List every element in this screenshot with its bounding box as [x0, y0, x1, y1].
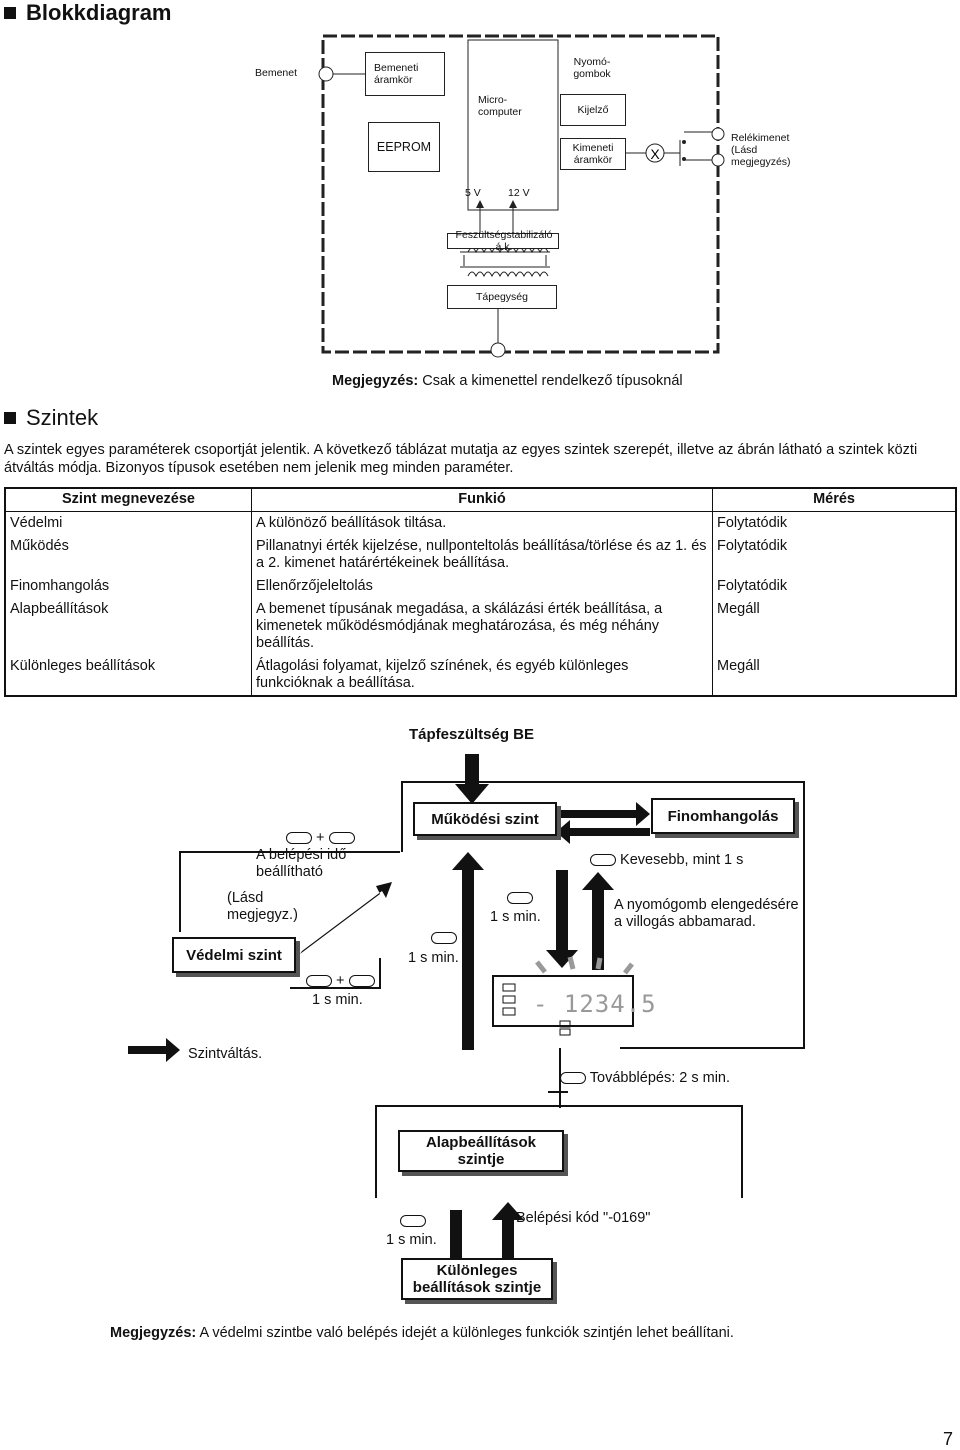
- buttons-label: Nyomó- gombok: [560, 48, 624, 88]
- page-number: 7: [943, 1429, 954, 1449]
- svg-text:X: X: [650, 146, 660, 162]
- table-cell: Alapbeállítások: [10, 601, 109, 617]
- bullet-square-icon: [4, 412, 16, 424]
- protect-level-box: Védelmi szint: [172, 937, 296, 973]
- basic-level-box: Alapbeállítások szintje: [398, 1130, 564, 1172]
- mode-key-icon: [560, 1072, 586, 1085]
- key-combo-top: +: [286, 830, 355, 847]
- continue-label: Továbblépés: 2 s min.: [560, 1070, 730, 1087]
- special-level-box: Különleges beállítások szintje: [401, 1258, 553, 1300]
- section-title-blokkdiagram: Blokkdiagram: [4, 0, 172, 26]
- table-cell: Finomhangolás: [10, 578, 110, 594]
- blockdiagram-note: Megjegyzés: Csak a kimenettel rendelkező…: [332, 373, 683, 389]
- power-on-label: Tápfeszültség BE: [409, 726, 535, 743]
- table-row: Különleges beállítások Átlagolási folyam…: [5, 655, 956, 696]
- bullet-square-icon: [4, 7, 16, 19]
- entry-time-note: A belépési idő beállítható: [256, 847, 347, 880]
- voltage-5v-label: 5 V: [465, 187, 481, 199]
- one-s-min-label: 1 s min.: [490, 909, 541, 925]
- mode-key-icon: [306, 975, 332, 988]
- mode-key-icon: [590, 854, 616, 867]
- voltage-12v-label: 12 V: [508, 187, 530, 199]
- one-s-min-label: 1 s min.: [312, 992, 363, 1008]
- mode-key-icon: [507, 892, 533, 905]
- table-cell: Pillanatnyi érték kijelzése, nullpontelt…: [251, 535, 713, 575]
- table-row: Működés Pillanatnyi érték kijelzése, nul…: [5, 535, 956, 575]
- table-cell: A bemenet típusának megadása, a skálázás…: [251, 598, 713, 655]
- less-than-label: Kevesebb, mint 1 s: [590, 852, 743, 869]
- column-header: Szint megnevezése: [5, 488, 252, 512]
- relay-output-label: Relékimenet (Lásd megjegyzés): [731, 132, 791, 168]
- table-cell: Folytatódik: [712, 535, 956, 575]
- column-header: Mérés: [712, 488, 956, 512]
- one-s-min-label: 1 s min.: [386, 1232, 437, 1248]
- fine-tuning-box: Finomhangolás: [651, 798, 795, 834]
- mode-key-icon: [286, 832, 312, 845]
- release-note: A nyomógomb elengedésére a villogás abba…: [614, 897, 799, 930]
- block-diagram: X: [318, 34, 725, 358]
- key-icon-wrap: [431, 930, 457, 947]
- input-circuit-box: Bemeneti áramkör: [365, 52, 445, 96]
- flow-diagram-graphics: [128, 754, 805, 1288]
- table-row: Finomhangolás Ellenőrzőjeleltolás Folyta…: [5, 575, 956, 598]
- display-box: Kijelző: [560, 94, 626, 126]
- eeprom-box: EEPROM: [368, 122, 440, 172]
- table-cell: Működés: [10, 538, 69, 554]
- microcomputer-label: Micro- computer: [478, 94, 522, 118]
- table-header-row: Szint megnevezése Funkió Mérés: [5, 488, 956, 512]
- table-cell: A különöző beállítások tiltása.: [251, 511, 713, 535]
- table-cell: Ellenőrzőjeleltolás: [251, 575, 713, 598]
- table-cell: Folytatódik: [712, 575, 956, 598]
- operation-level-box: Működési szint: [413, 802, 557, 836]
- key-combo-bottom: +: [306, 973, 375, 990]
- table-cell: Átlagolási folyamat, kijelző színének, é…: [251, 655, 713, 696]
- levels-intro: A szintek egyes paraméterek csoportját j…: [4, 442, 918, 476]
- level-change-legend: Szintváltás.: [188, 1046, 263, 1062]
- mode-key-icon: [400, 1215, 426, 1228]
- see-note-label: (Lásd megjegyz.): [227, 890, 298, 923]
- table-cell: Különleges beállítások: [10, 658, 156, 674]
- shift-key-icon: [328, 832, 355, 845]
- table-cell: Védelmi: [10, 515, 63, 531]
- table-cell: Folytatódik: [712, 511, 956, 535]
- key-icon-wrap: [507, 890, 533, 907]
- output-circuit-box: Kimeneti áramkör: [560, 138, 626, 170]
- table-cell: Megáll: [712, 655, 956, 696]
- table-row: Védelmi A különöző beállítások tiltása. …: [5, 511, 956, 535]
- flow-note: Megjegyzés: A védelmi szintbe való belép…: [110, 1325, 734, 1341]
- table-cell: Megáll: [712, 598, 956, 655]
- levels-table: Szint megnevezése Funkió Mérés Védelmi A…: [4, 487, 957, 697]
- display-value: - 1234.5: [533, 990, 657, 1018]
- psu-box: Tápegység: [447, 285, 557, 309]
- column-header: Funkió: [251, 488, 713, 512]
- stabilizer-box: Feszültségstabilizáló á.k.: [447, 229, 559, 253]
- mode-key-icon: [431, 932, 457, 945]
- input-label: Bemenet: [255, 67, 298, 79]
- table-row: Alapbeállítások A bemenet típusának mega…: [5, 598, 956, 655]
- one-s-min-label: 1 s min.: [408, 950, 459, 966]
- section-title-szintek: Szintek: [4, 405, 98, 431]
- shift-key-icon: [348, 975, 375, 988]
- entry-code-label: Belépési kód "-0169": [516, 1210, 651, 1226]
- key-icon-wrap: [400, 1213, 426, 1230]
